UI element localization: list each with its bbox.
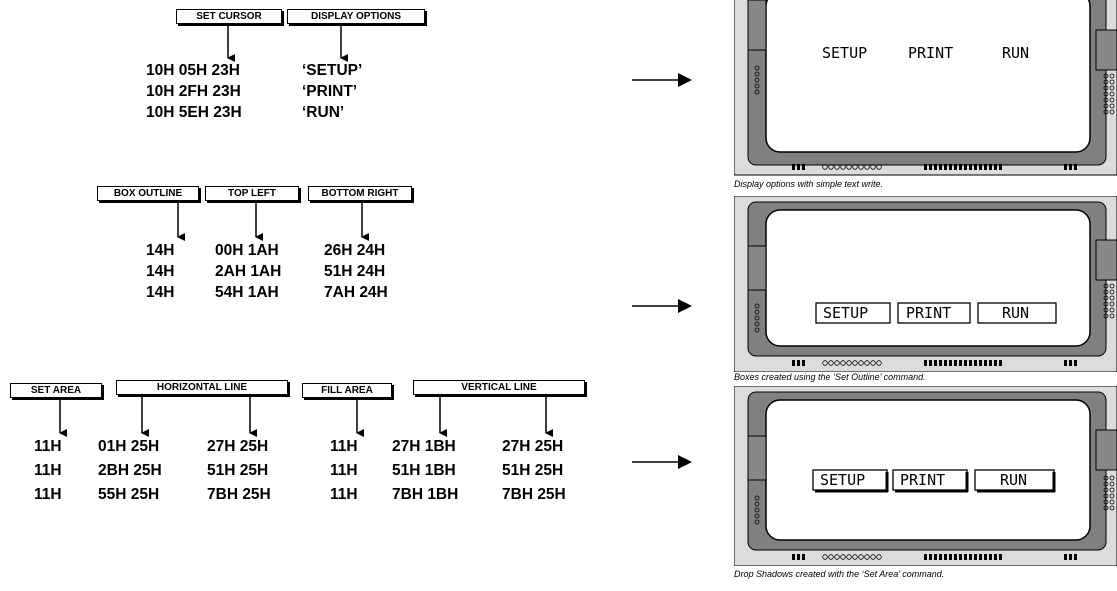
set-cursor-label: SET CURSOR — [176, 9, 282, 24]
section1-arrows — [227, 24, 348, 62]
arrow-right-head — [678, 73, 692, 87]
bottom-right-label: BOTTOM RIGHT — [308, 186, 412, 201]
fill-area-code: 11H — [330, 438, 358, 455]
hline-start-code: 01H 25H — [98, 438, 160, 455]
hex-code: 10H 5EH 23H — [146, 104, 242, 121]
code-text: ‘PRINT’ — [302, 83, 358, 100]
top-left-code: 54H 1AH — [215, 284, 279, 301]
lcd-word-setup: SETUP — [823, 304, 868, 322]
bottom-right-code: 51H 24H — [324, 263, 386, 280]
vline-end-code: 7BH 25H — [502, 486, 566, 503]
lcd-word-print: PRINT — [906, 304, 951, 322]
lcd-module: SETUP PRINT RUN — [734, 196, 1117, 372]
arrow-right-head — [678, 455, 692, 469]
result-arrows — [632, 73, 692, 469]
set-area-code: 11H — [34, 486, 62, 503]
arrow-right-head — [678, 299, 692, 313]
lcd-word-run: RUN — [1002, 44, 1029, 62]
vline-start-code: 51H 1BH — [392, 462, 456, 479]
cmd-code: 14H — [146, 263, 175, 280]
set-area-code: 11H — [34, 462, 62, 479]
hline-start-code: 55H 25H — [98, 486, 160, 503]
vline-start-code: 7BH 1BH — [392, 486, 459, 503]
set-area-label: SET AREA — [10, 383, 102, 398]
hline-end-code: 27H 25H — [207, 438, 269, 455]
lcd-word-setup: SETUP — [822, 44, 867, 62]
lcd-module: SETUP PRINT RUN — [734, 0, 1117, 176]
hline-start-code: 2BH 25H — [98, 462, 162, 479]
fill-area-code: 11H — [330, 486, 358, 503]
code-text: ‘SETUP’ — [302, 62, 363, 79]
code-text: ‘RUN’ — [302, 104, 345, 121]
display-caption: Drop Shadows created with the ‘Set Area’… — [734, 569, 945, 579]
top-left-label: TOP LEFT — [205, 186, 299, 201]
bottom-right-code: 26H 24H — [324, 242, 386, 259]
hline-end-code: 51H 25H — [207, 462, 269, 479]
top-left-code: 00H 1AH — [215, 242, 279, 259]
section2-arrows — [177, 201, 369, 241]
lcd-word-run: RUN — [1000, 471, 1027, 489]
lcd-word-print: PRINT — [900, 471, 945, 489]
display-options-label: DISPLAY OPTIONS — [287, 9, 425, 24]
fill-area-label: FILL AREA — [302, 383, 392, 398]
vline-end-code: 51H 25H — [502, 462, 564, 479]
horizontal-line-label: HORIZONTAL LINE — [116, 380, 288, 395]
hline-end-code: 7BH 25H — [207, 486, 271, 503]
set-area-code: 11H — [34, 438, 62, 455]
box-outline-label: BOX OUTLINE — [97, 186, 199, 201]
hex-code: 10H 05H 23H — [146, 62, 240, 79]
lcd-word-print: PRINT — [908, 44, 953, 62]
hex-code: 10H 2FH 23H — [146, 83, 241, 100]
vline-start-code: 27H 1BH — [392, 438, 456, 455]
code-row: 10H 5EH 23H — [146, 104, 242, 122]
display-caption: Display options with simple text write. — [734, 179, 884, 189]
display-caption: Boxes created using the ‘Set Outline’ co… — [734, 372, 926, 382]
cmd-code: 14H — [146, 242, 175, 259]
section3-arrows — [59, 395, 553, 437]
vertical-line-label: VERTICAL LINE — [413, 380, 585, 395]
top-left-code: 2AH 1AH — [215, 263, 282, 280]
fill-area-code: 11H — [330, 462, 358, 479]
code-row: 10H 05H 23H — [146, 62, 240, 80]
vline-end-code: 27H 25H — [502, 438, 564, 455]
lcd-module: SETUP PRINT RUN — [734, 386, 1117, 566]
bottom-right-code: 7AH 24H — [324, 284, 388, 301]
lcd-word-run: RUN — [1002, 304, 1029, 322]
lcd-word-setup: SETUP — [820, 471, 865, 489]
code-row: 10H 2FH 23H — [146, 83, 241, 101]
cmd-code: 14H — [146, 284, 175, 301]
